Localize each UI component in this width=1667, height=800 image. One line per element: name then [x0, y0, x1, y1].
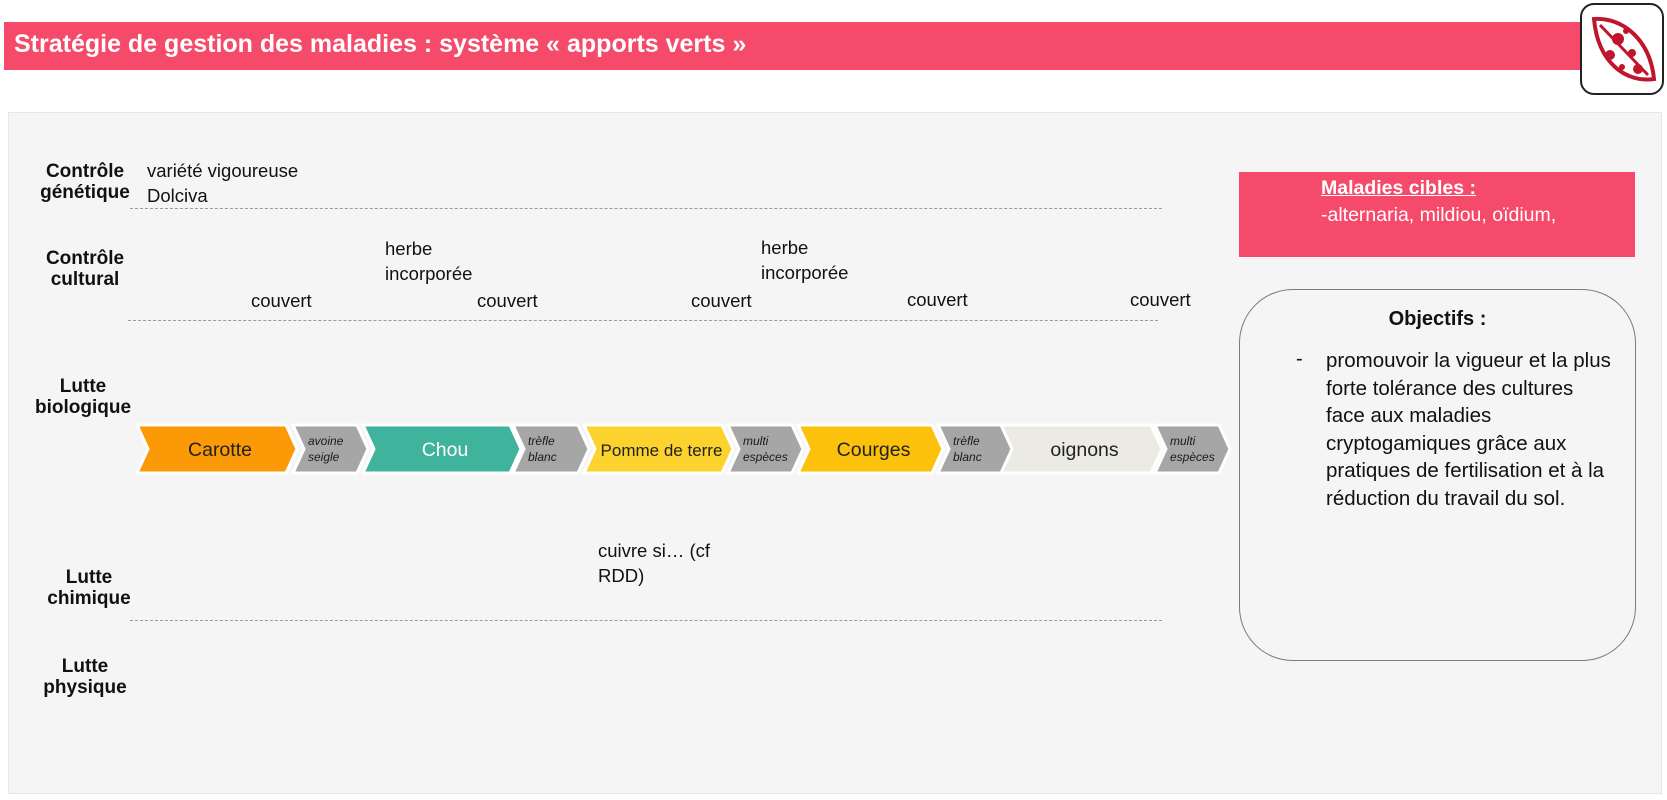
- crop-chevron: [998, 423, 1164, 475]
- crop-label: Courges: [837, 439, 911, 461]
- cover-crop-label: blanc: [953, 450, 982, 464]
- crop-label: oignons: [1050, 439, 1119, 461]
- cover-crop-chevron: [510, 423, 591, 475]
- couvert-label: couvert: [477, 290, 538, 311]
- title-bar: Stratégie de gestion des maladies : syst…: [4, 22, 1580, 70]
- crop-label: Pomme de terre: [601, 441, 723, 460]
- cover-crop-chevron: [725, 423, 805, 475]
- crop-label: Carotte: [188, 439, 252, 461]
- cover-crop-label: multi: [1170, 434, 1196, 448]
- crop-chevron: [360, 423, 523, 475]
- cover-crop-chevron: [1152, 423, 1232, 475]
- couvert-label: couvert: [691, 290, 752, 311]
- page-title: Stratégie de gestion des maladies : syst…: [14, 30, 747, 58]
- crop-chevron: [581, 423, 735, 475]
- objectives-title: Objectifs :: [1388, 308, 1487, 330]
- divider-genetic: [130, 208, 1162, 209]
- target-diseases-title: Maladies cibles :: [1321, 177, 1476, 199]
- crop-label: Chou: [422, 439, 469, 461]
- cover-crop-label: espèces: [743, 450, 788, 464]
- objectives-box: Objectifs : - promouvoir la vigueur et l…: [1239, 289, 1636, 661]
- bullet-dash: -: [1296, 348, 1303, 370]
- cover-crop-label: blanc: [528, 450, 557, 464]
- cover-crop-chevron: [290, 423, 370, 475]
- crop-chevron: [795, 423, 945, 475]
- cover-crop-label: trèfle: [953, 434, 980, 448]
- cover-crop-label: multi: [743, 434, 769, 448]
- target-diseases-box: Maladies cibles : -alternaria, mildiou, …: [1239, 172, 1635, 257]
- cover-crop-label: avoine: [308, 434, 344, 448]
- divider-cultural: [128, 320, 1158, 321]
- couvert-label: couvert: [907, 289, 968, 310]
- crop-chevron: [134, 423, 299, 475]
- couvert-label: couvert: [1130, 289, 1191, 310]
- leaf-disease-icon: [1580, 3, 1664, 95]
- cover-crop-label: seigle: [308, 450, 340, 464]
- cover-crop-label: espèces: [1170, 450, 1215, 464]
- cover-crop-label: trèfle: [528, 434, 555, 448]
- objectives-text: promouvoir la vigueur et la plus forte t…: [1326, 349, 1611, 510]
- target-diseases-list: -alternaria, mildiou, oïdium,: [1321, 204, 1557, 226]
- couvert-label: couvert: [251, 290, 312, 311]
- divider-chemical: [130, 620, 1162, 621]
